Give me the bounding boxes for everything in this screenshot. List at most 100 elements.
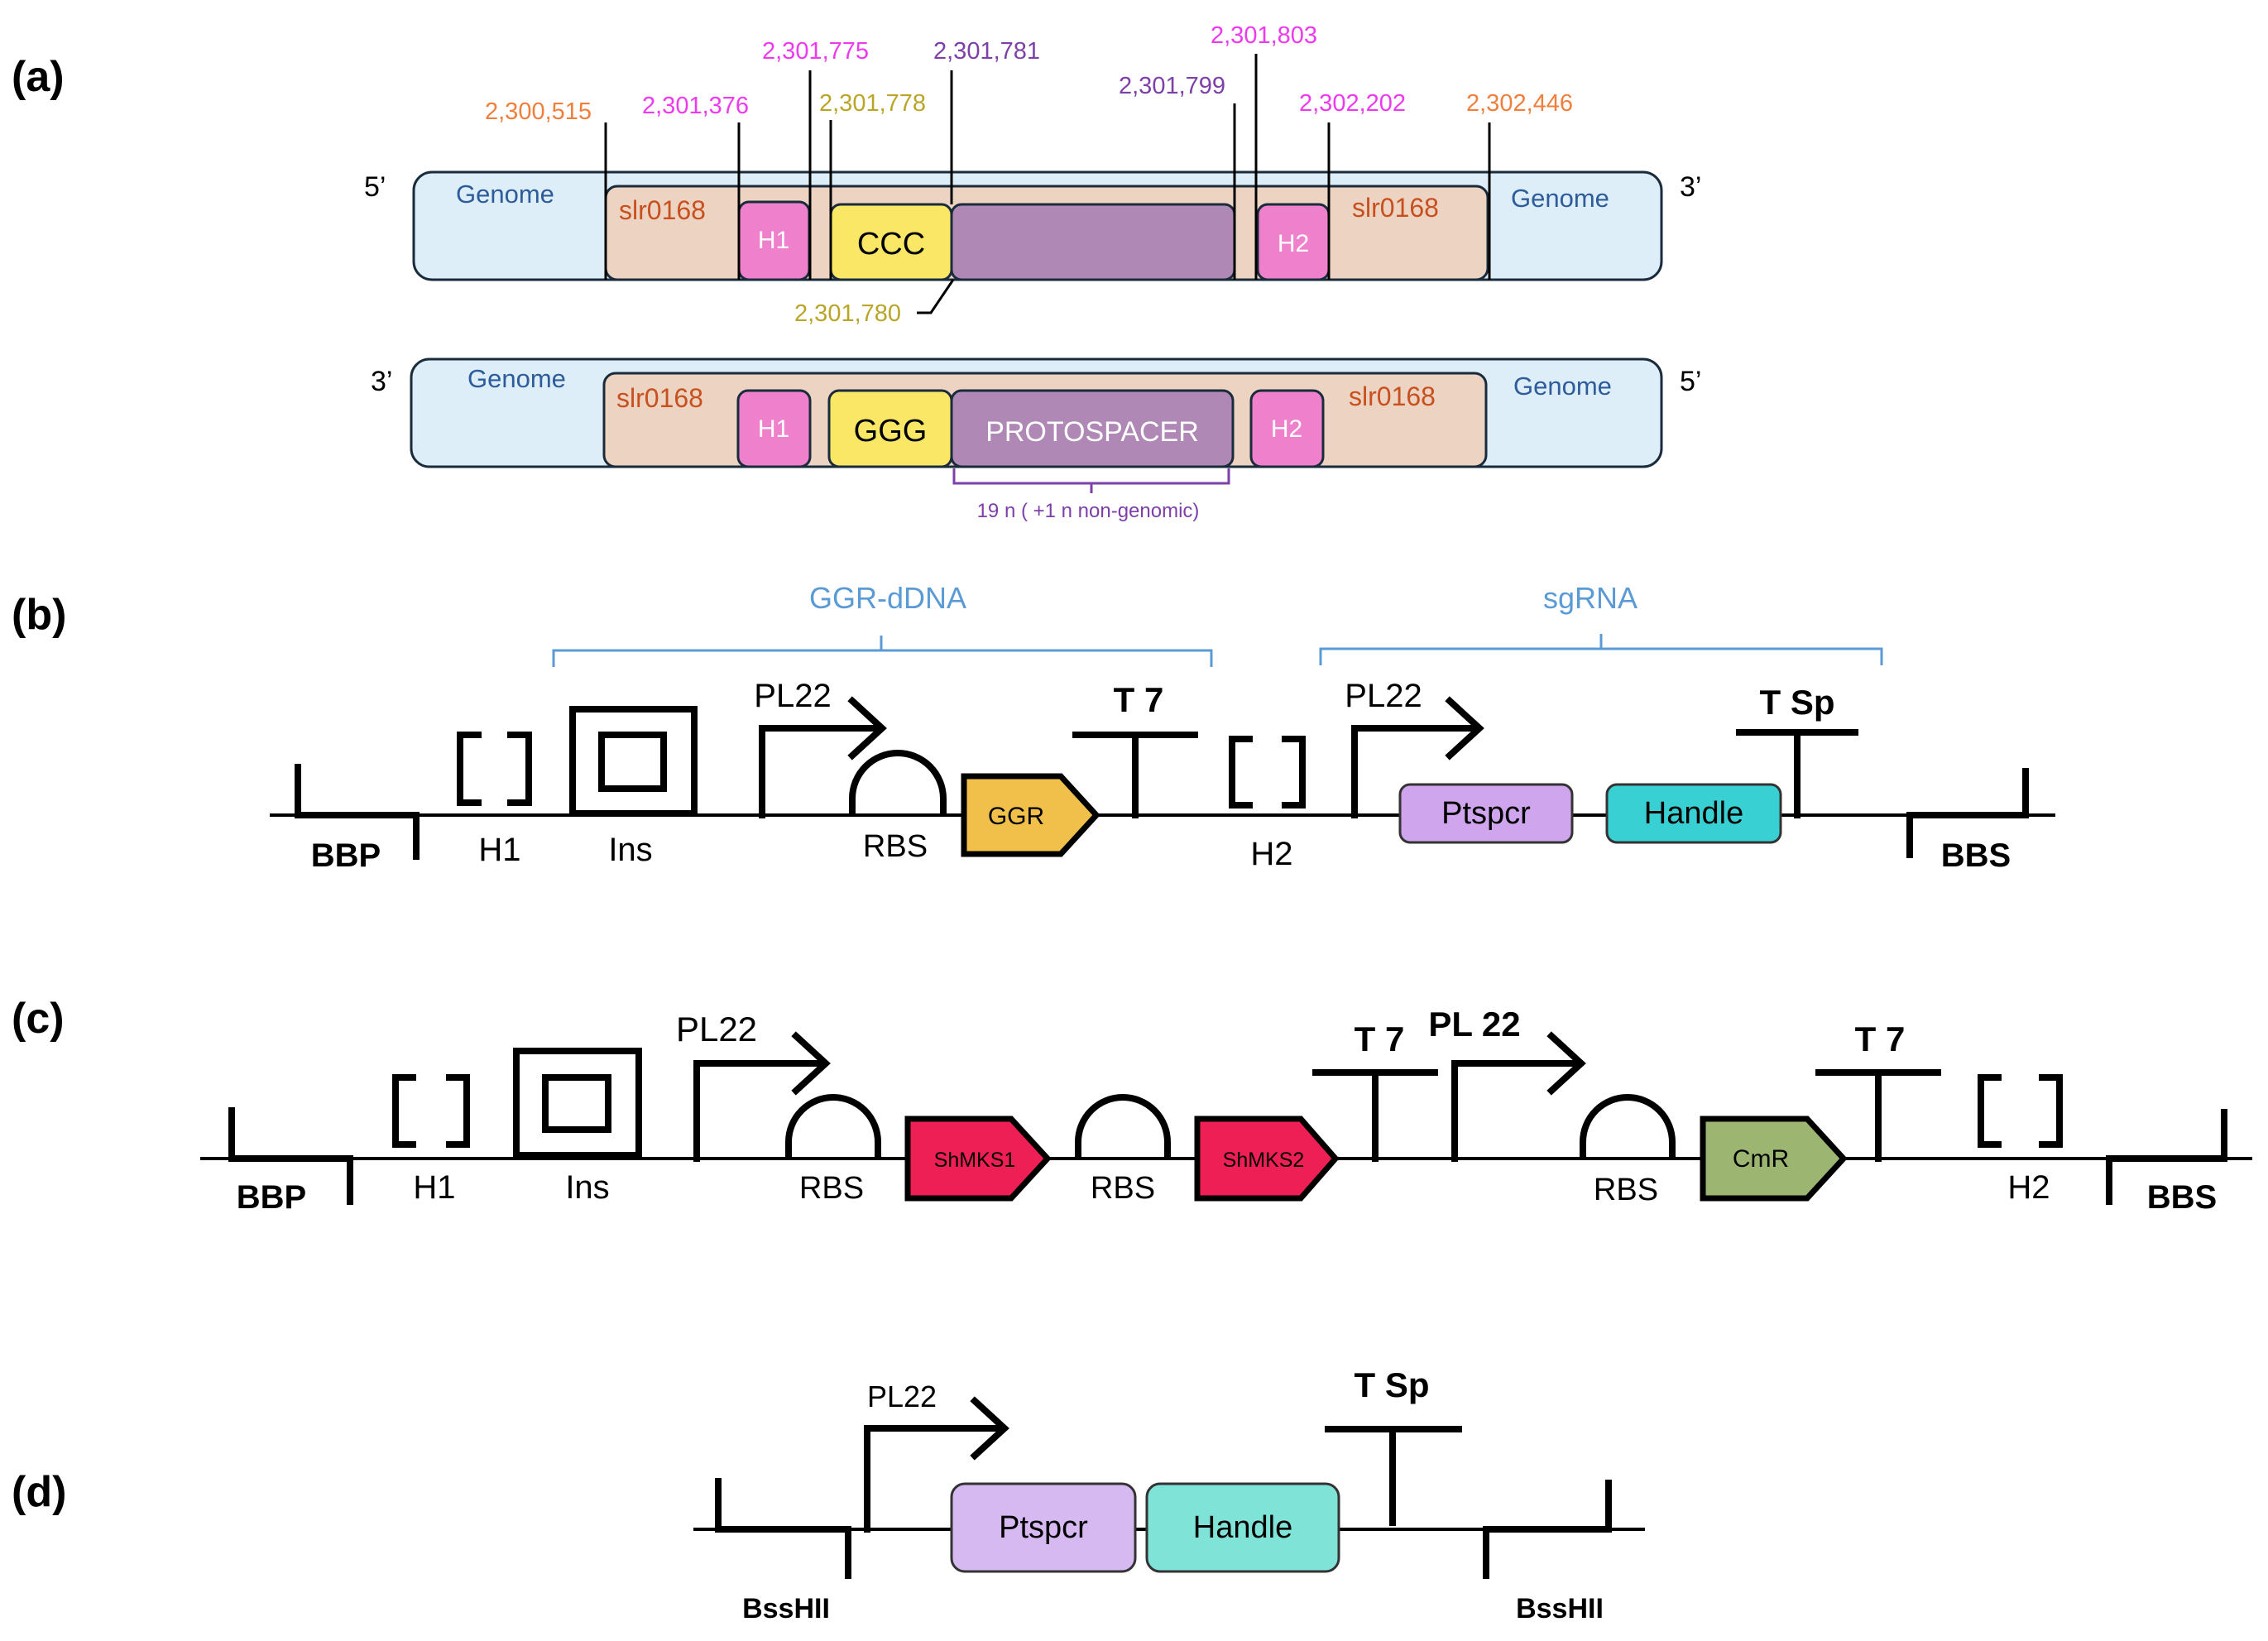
coord-2302202: 2,302,202 xyxy=(1299,90,1406,117)
pl22-label-2: PL22 xyxy=(1345,678,1422,714)
slr0168-label-top-right: slr0168 xyxy=(1352,193,1439,223)
panel-d-label: (d) xyxy=(12,1468,66,1516)
terminator-t7-c2 xyxy=(1815,1069,1941,1162)
rbs-label-c2: RBS xyxy=(1091,1171,1155,1206)
shmks2-cds xyxy=(1194,1116,1340,1202)
t7-label: T 7 xyxy=(1114,680,1164,719)
slr0168-label-bottom-left: slr0168 xyxy=(616,383,703,413)
rbs-label-c3: RBS xyxy=(1594,1173,1658,1207)
ptspcr-label-d: Ptspcr xyxy=(999,1510,1088,1545)
ins-label: Ins xyxy=(608,832,652,868)
coord-2301781: 2,301,781 xyxy=(933,38,1040,65)
h2-label: H2 xyxy=(1250,836,1292,872)
end-label-5-top: 5’ xyxy=(364,171,386,203)
genome-label-top-left: Genome xyxy=(456,180,554,209)
h2-label-top: H2 xyxy=(1278,230,1309,257)
bsshii-site-right xyxy=(1483,1480,1612,1579)
bbs-label-c: BBS xyxy=(2147,1179,2217,1216)
coord-2301780: 2,301,780 xyxy=(794,300,901,327)
protospacer-label: PROTOSPACER xyxy=(985,416,1199,448)
protospacer-box-top xyxy=(950,203,1236,281)
terminator-tsp xyxy=(1736,729,1858,818)
bbs-label: BBS xyxy=(1941,837,2011,874)
promoter-pl22-arrow-c1 xyxy=(693,1031,831,1162)
cmr-cds xyxy=(1700,1116,1848,1202)
pl22-label-c1: PL22 xyxy=(676,1010,757,1048)
slr0168-label-top-left: slr0168 xyxy=(619,195,706,225)
insulator-symbol-c xyxy=(513,1048,642,1159)
panel-b-label: (b) xyxy=(12,591,66,639)
slr0168-label-bottom-right: slr0168 xyxy=(1349,381,1436,411)
protospacer-brace xyxy=(952,468,1230,493)
h1-label-c: H1 xyxy=(413,1169,455,1206)
top-strand: 5’ 3’ Genome Genome slr0168 slr0168 H1 C… xyxy=(364,170,1701,281)
bbs-site-c xyxy=(2106,1109,2227,1205)
panel-c-label: (c) xyxy=(12,995,65,1043)
sgrna-brace xyxy=(1319,634,1883,665)
handle-box xyxy=(1605,783,1782,844)
bsshii-label-right: BssHII xyxy=(1516,1593,1604,1624)
h1-homology-symbol-c xyxy=(392,1074,470,1148)
h1-label: H1 xyxy=(478,832,520,868)
bbp-site xyxy=(295,764,420,860)
end-label-3-top: 3’ xyxy=(1680,171,1701,203)
pam-label-bottom: GGG xyxy=(854,414,928,449)
promoter-pl22-arrow-2 xyxy=(1351,696,1484,818)
coordinate-labels: 2,300,515 2,301,376 2,301,775 2,301,778 … xyxy=(485,22,1573,327)
terminator-t7 xyxy=(1072,732,1198,818)
h2-homology-symbol-c xyxy=(1978,1074,2063,1148)
terminator-t7-c1 xyxy=(1312,1069,1438,1162)
protospacer-box-bottom xyxy=(950,389,1235,468)
handle-label-d: Handle xyxy=(1193,1510,1292,1545)
t7-label-c1: T 7 xyxy=(1355,1020,1405,1058)
h2-label-bottom: H2 xyxy=(1271,415,1302,443)
bsshii-label-left: BssHII xyxy=(742,1593,830,1624)
genome-label-top-right: Genome xyxy=(1511,184,1609,213)
bbp-site-c xyxy=(228,1107,353,1205)
bottom-strand: 3’ 5’ Genome Genome slr0168 slr0168 H1 G… xyxy=(371,357,1701,522)
pl22-label-d: PL22 xyxy=(867,1379,937,1413)
rbs-label: RBS xyxy=(863,829,928,864)
ptspcr-label: Ptspcr xyxy=(1441,796,1531,831)
coord-2301778: 2,301,778 xyxy=(819,90,926,117)
pam-label-top: CCC xyxy=(857,227,925,262)
promoter-pl22-arrow-c2 xyxy=(1451,1031,1586,1162)
tsp-label: T Sp xyxy=(1760,683,1835,722)
end-label-5-bottom: 5’ xyxy=(1680,366,1701,397)
genome-label-bottom-left: Genome xyxy=(468,364,566,393)
coord-2301803: 2,301,803 xyxy=(1211,22,1317,49)
end-label-3-bottom: 3’ xyxy=(371,366,392,397)
cmr-label: CmR xyxy=(1733,1145,1789,1173)
coord-2300515: 2,300,515 xyxy=(485,98,592,125)
rbs-label-c1: RBS xyxy=(799,1171,864,1206)
h2-homology-symbol xyxy=(1229,736,1306,809)
rbs-symbol-c3 xyxy=(1580,1094,1676,1160)
panel-d: (d) BssHII PL22 Ptspcr Handle T Sp BssHI… xyxy=(12,1365,1645,1624)
shmks1-cds xyxy=(904,1116,1052,1202)
protospacer-length-note: 19 n ( +1 n non-genomic) xyxy=(977,500,1200,522)
h2-box-bottom xyxy=(1249,389,1325,468)
rbs-symbol xyxy=(849,750,947,817)
panel-a-label: (a) xyxy=(12,53,65,101)
shmks2-label: ShMKS2 xyxy=(1223,1149,1305,1172)
ptspcr-box-d xyxy=(950,1482,1137,1573)
ggr-ddna-label: GGR-dDNA xyxy=(809,581,966,615)
bsshii-site-left xyxy=(715,1478,851,1579)
ggr-ddna-brace xyxy=(552,636,1213,667)
h1-label-top: H1 xyxy=(758,227,789,254)
h1-homology-symbol xyxy=(457,732,532,806)
pl22-label-c2: PL 22 xyxy=(1428,1005,1520,1044)
panel-c: (c) BBP H1 Ins PL22 RBS ShMKS1 RBS ShMKS… xyxy=(12,995,2252,1216)
coordinate-ticks xyxy=(604,54,1491,314)
tsp-label-d: T Sp xyxy=(1355,1365,1430,1404)
terminator-tsp-d xyxy=(1325,1426,1462,1526)
genome-label-bottom-right: Genome xyxy=(1513,372,1612,401)
panel-b: (b) GGR-dDNA sgRNA BBP H1 Ins PL22 xyxy=(12,581,2055,874)
ggr-cds xyxy=(961,773,1100,857)
bbp-label: BBP xyxy=(311,837,381,874)
promoter-pl22-arrow-d xyxy=(864,1396,1009,1533)
bbs-site xyxy=(1906,768,2029,858)
rbs-symbol-c2 xyxy=(1075,1094,1171,1160)
handle-box-d xyxy=(1145,1482,1340,1573)
